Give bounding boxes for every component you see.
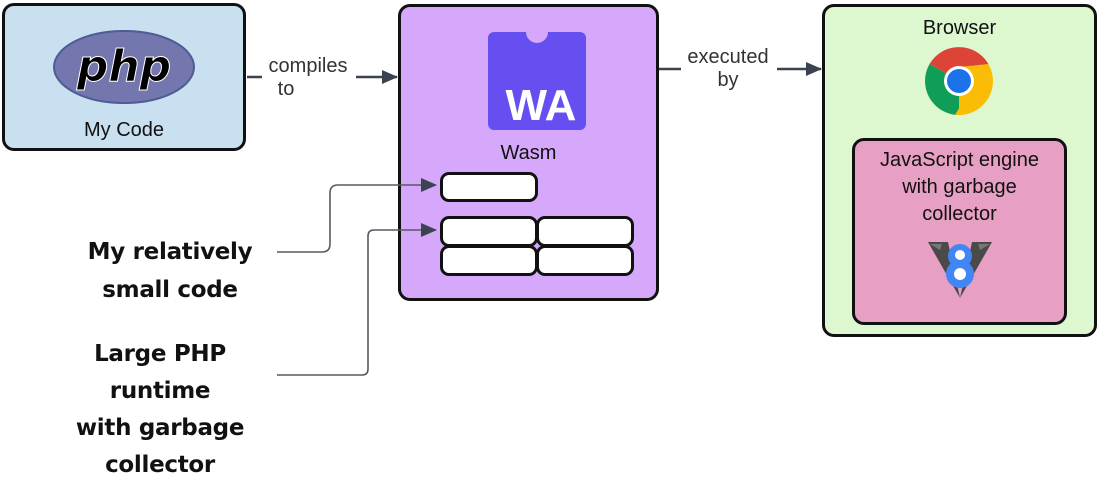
executed-by-label: executed by xyxy=(678,46,778,92)
runtime-annotation: Large PHP runtime with garbage collector xyxy=(50,336,270,484)
js-engine-label-line-2: with garbage xyxy=(902,176,1017,198)
executed-by-line-2: by xyxy=(717,69,739,91)
webassembly-logo-icon: WA xyxy=(488,32,586,130)
compiles-to-line-1: compiles xyxy=(268,55,348,77)
small-code-block xyxy=(440,172,538,202)
runtime-line-4: collector xyxy=(105,452,215,478)
runtime-line-3: with garbage xyxy=(75,415,245,441)
wasm-node: WA Wasm xyxy=(398,4,659,301)
runtime-block-4 xyxy=(536,245,634,276)
runtime-line-2: runtime xyxy=(109,378,211,404)
js-engine-label-line-1: JavaScript engine xyxy=(880,149,1039,171)
php-logo-icon: php xyxy=(53,30,195,104)
php-logo-text: php xyxy=(76,41,171,92)
runtime-line-1: Large PHP xyxy=(94,341,226,367)
wasm-label: Wasm xyxy=(500,142,557,164)
runtime-block-1 xyxy=(440,216,538,247)
compiles-to-label: compiles to xyxy=(258,55,358,101)
runtime-block-3 xyxy=(440,245,538,276)
small-code-line-1: My relatively xyxy=(87,239,253,265)
executed-by-line-1: executed xyxy=(687,46,769,68)
small-code-line-2: small code xyxy=(102,277,238,303)
my-code-node: php My Code xyxy=(2,3,246,151)
my-code-label: My Code xyxy=(83,119,165,141)
wasm-logo-text: WA xyxy=(506,81,577,130)
runtime-block-2 xyxy=(536,216,634,247)
small-code-annotation: My relatively small code xyxy=(60,233,280,309)
chrome-icon xyxy=(925,47,993,115)
browser-label: Browser xyxy=(922,17,997,39)
js-engine-label-line-3: collector xyxy=(922,203,997,225)
compiles-to-line-2: to xyxy=(277,78,295,100)
javascript-engine-node: JavaScript engine with garbage collector xyxy=(852,138,1067,325)
v8-icon xyxy=(928,242,992,298)
